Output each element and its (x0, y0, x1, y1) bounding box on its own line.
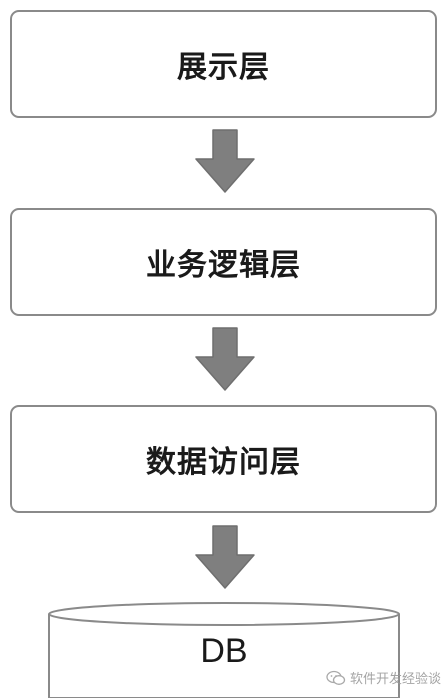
down-arrow-icon (195, 129, 255, 193)
presentation-layer-box: 展示层 (10, 10, 437, 118)
database-cylinder-icon (48, 602, 400, 698)
business-logic-layer-label: 业务逻辑层 (146, 248, 301, 283)
watermark-text: 软件开发经验谈 (349, 672, 441, 687)
database-label: DB (200, 632, 248, 670)
data-access-layer-label: 数据访问层 (146, 445, 301, 480)
presentation-layer-label: 展示层 (177, 50, 270, 85)
wechat-icon (326, 670, 346, 685)
business-logic-layer-box: 业务逻辑层 (10, 208, 437, 316)
watermark: 软件开发经验谈 (326, 668, 441, 687)
data-access-layer-box: 数据访问层 (10, 405, 437, 513)
down-arrow-icon (195, 525, 255, 589)
down-arrow-icon (195, 327, 255, 391)
